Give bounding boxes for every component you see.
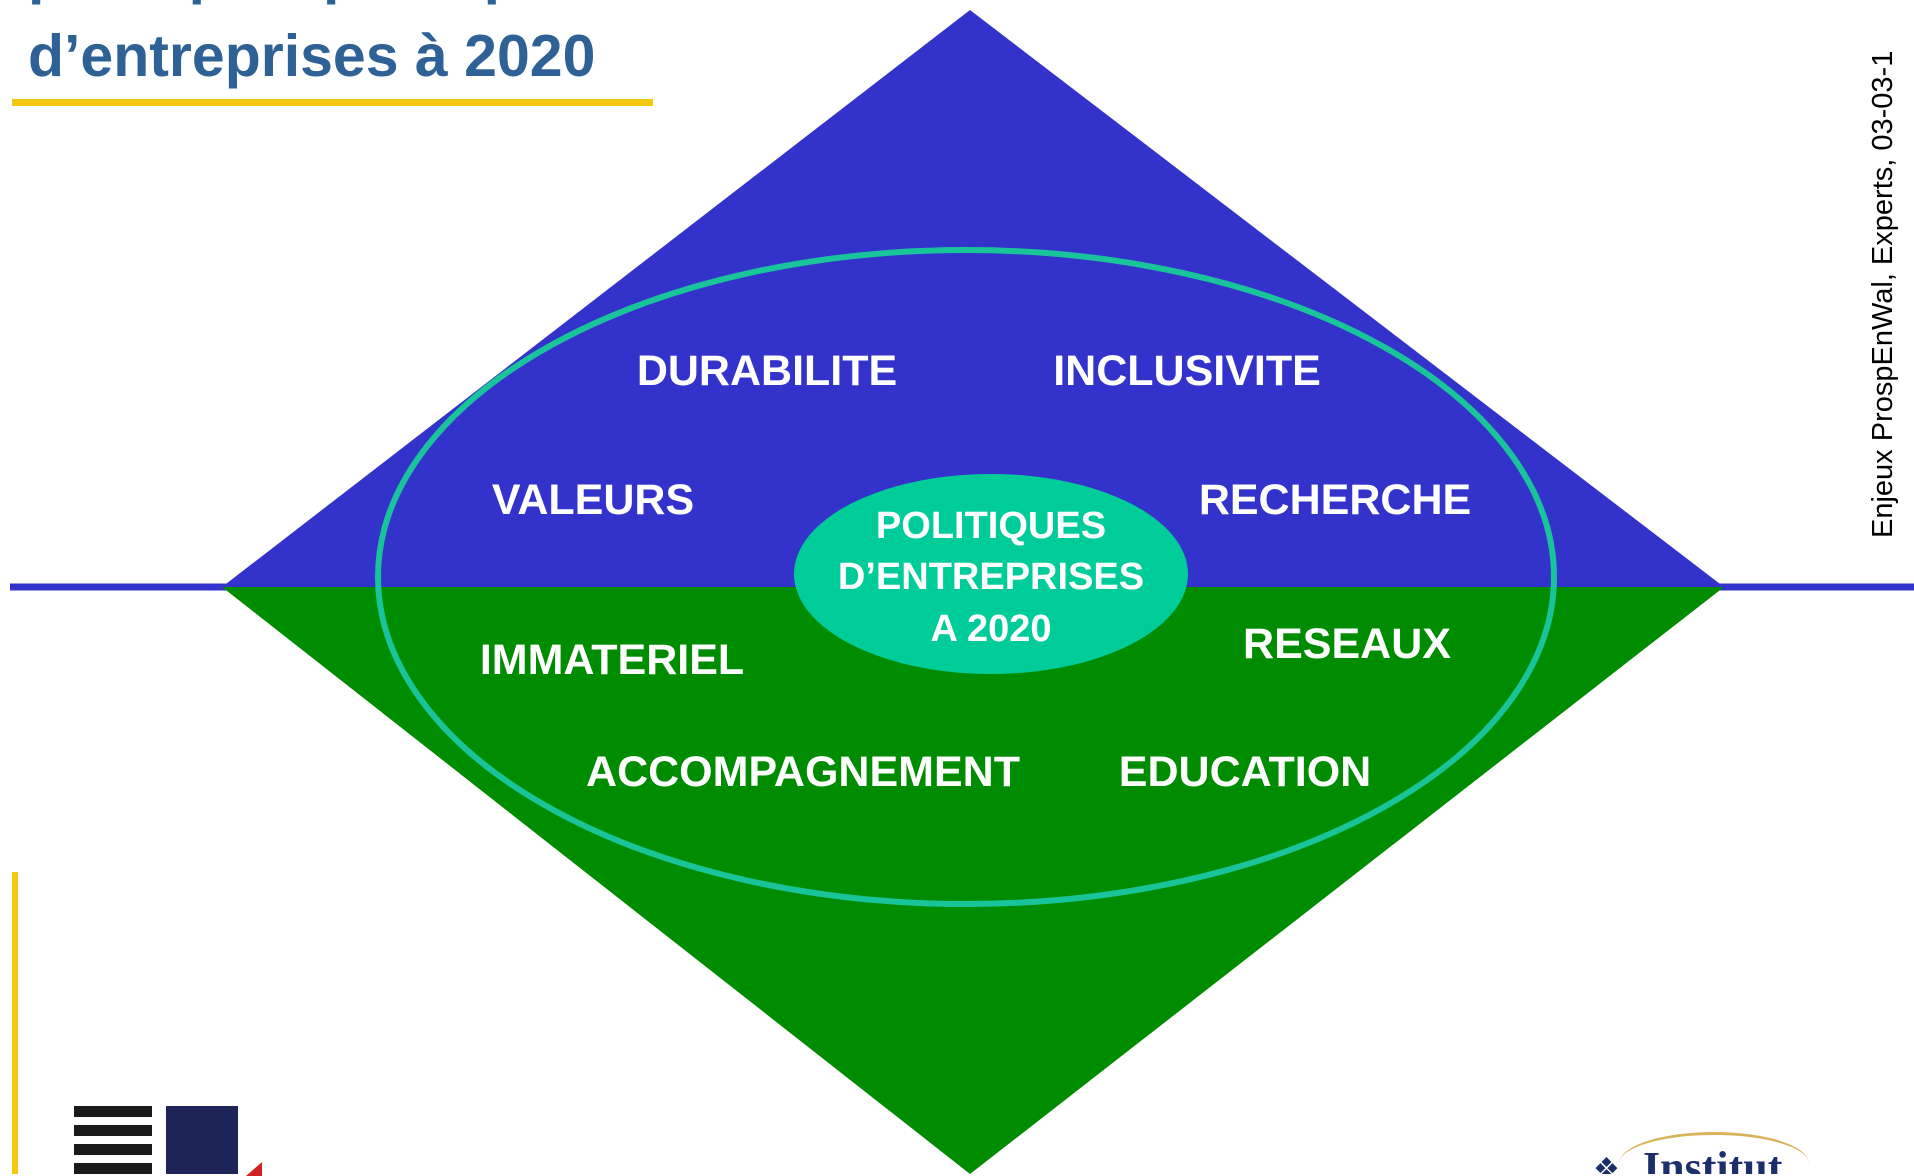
left-accent-bar [12,872,18,1174]
center-label-line-1: POLITIQUES [876,505,1106,547]
logo-left [74,1106,284,1176]
title-underline [12,99,653,106]
diamond-top-half [222,10,1724,587]
label-accompagnement: ACCOMPAGNEMENT [586,748,1020,796]
center-ellipse [794,474,1188,674]
logo-red-mark-icon [246,1162,262,1176]
logo-institut: ❖ Institut [1585,1128,1825,1174]
logo-institut-word: Institut [1643,1143,1783,1174]
title-line-1: politiques publiques [28,0,668,14]
title-line-2: d’entreprises à 2020 [28,23,596,89]
label-valeurs: VALEURS [492,476,694,524]
logo-rooster-icon: ❖ [1593,1153,1620,1174]
logo-square-icon [166,1106,238,1174]
label-immateriel: IMMATERIEL [480,636,744,684]
slide-title: politiques publiques d’entreprises à 202… [28,0,668,98]
logo-bars-icon [74,1106,152,1174]
label-education: EDUCATION [1119,748,1371,796]
diamond-bottom-half [222,587,1724,1174]
center-label-line-3: A 2020 [930,608,1051,650]
logo-arc-icon [1619,1132,1809,1174]
label-recherche: RECHERCHE [1199,476,1471,524]
label-inclusivite: INCLUSIVITE [1053,347,1321,395]
label-reseaux: RESEAUX [1243,620,1451,668]
label-durabilite: DURABILITE [637,347,897,395]
center-label-line-2: D’ENTREPRISES [838,556,1144,598]
outer-ring [375,247,1557,907]
